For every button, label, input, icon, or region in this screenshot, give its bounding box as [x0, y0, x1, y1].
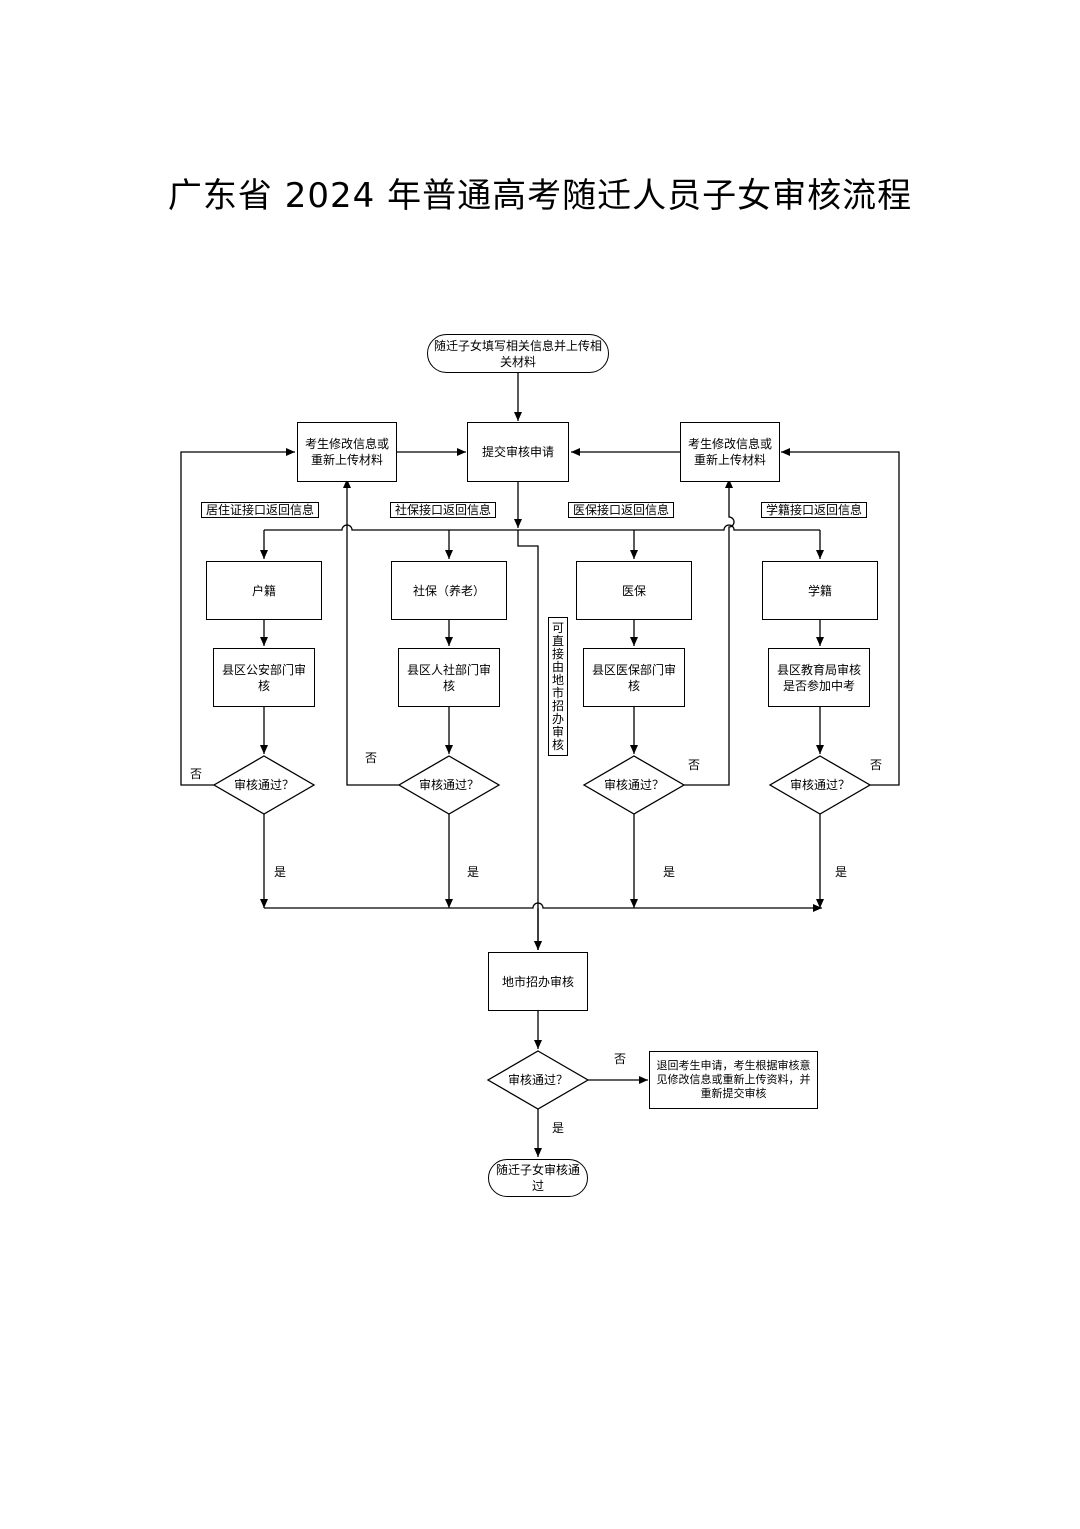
xueji-box: 学籍	[762, 561, 878, 620]
page-title: 广东省 2024 年普通高考随迁人员子女审核流程	[167, 176, 913, 216]
merge-bus	[264, 902, 822, 912]
yes-label-4: 是	[835, 865, 848, 879]
juzhu-interface-label: 居住证接口返回信息	[201, 502, 320, 518]
human-resources-review-box: 县区人社部门审核	[398, 648, 500, 707]
huji-box: 户籍	[206, 561, 322, 620]
submit-application-box: 提交审核申请	[467, 422, 569, 482]
connector-no-loop-2	[343, 479, 399, 786]
yibao-interface-label: 医保接口返回信息	[568, 502, 675, 518]
decision-label-2: 审核通过？	[418, 778, 479, 792]
yes-label-1: 是	[274, 865, 287, 879]
yes-label-2: 是	[467, 865, 480, 879]
connector-no-loop-3	[684, 479, 735, 786]
no-label-4: 否	[870, 758, 883, 772]
yes-label-final: 是	[552, 1121, 565, 1135]
shebao-box: 社保（养老）	[391, 561, 507, 620]
direct-city-review-label: 可直接由地市招办审核	[548, 617, 568, 756]
modify-info-box-left: 考生修改信息或重新上传材料	[297, 422, 397, 482]
reject-return-box: 退回考生申请，考生根据审核意见修改信息或重新上传资料，并重新提交审核	[649, 1051, 818, 1109]
yes-label-3: 是	[663, 865, 676, 879]
no-label-final: 否	[614, 1052, 627, 1066]
branch-bus	[264, 524, 820, 531]
decision-label-3: 审核通过？	[603, 778, 664, 792]
no-label-2: 否	[365, 751, 378, 765]
connector-no-loop-4	[781, 448, 900, 786]
decision-label-1: 审核通过？	[233, 778, 294, 792]
connector-no-loop-1	[180, 448, 295, 786]
xueji-interface-label: 学籍接口返回信息	[761, 502, 868, 518]
decision-label-final: 审核通过？	[507, 1073, 568, 1087]
start-node: 随迁子女填写相关信息并上传相关材料	[427, 334, 609, 373]
public-security-review-box: 县区公安部门审核	[213, 648, 315, 707]
modify-info-box-right: 考生修改信息或重新上传材料	[680, 422, 780, 482]
medical-insurance-review-box: 县区医保部门审核	[583, 648, 685, 707]
connector-direct-city	[517, 530, 542, 950]
city-admissions-review-box: 地市招办审核	[488, 952, 588, 1011]
education-bureau-review-box: 县区教育局审核是否参加中考	[768, 648, 870, 707]
shebao-interface-label: 社保接口返回信息	[390, 502, 497, 518]
end-node: 随迁子女审核通过	[488, 1159, 588, 1197]
no-label-1: 否	[190, 767, 203, 781]
no-label-3: 否	[688, 758, 701, 772]
yibao-box: 医保	[576, 561, 692, 620]
decision-label-4: 审核通过？	[789, 778, 850, 792]
